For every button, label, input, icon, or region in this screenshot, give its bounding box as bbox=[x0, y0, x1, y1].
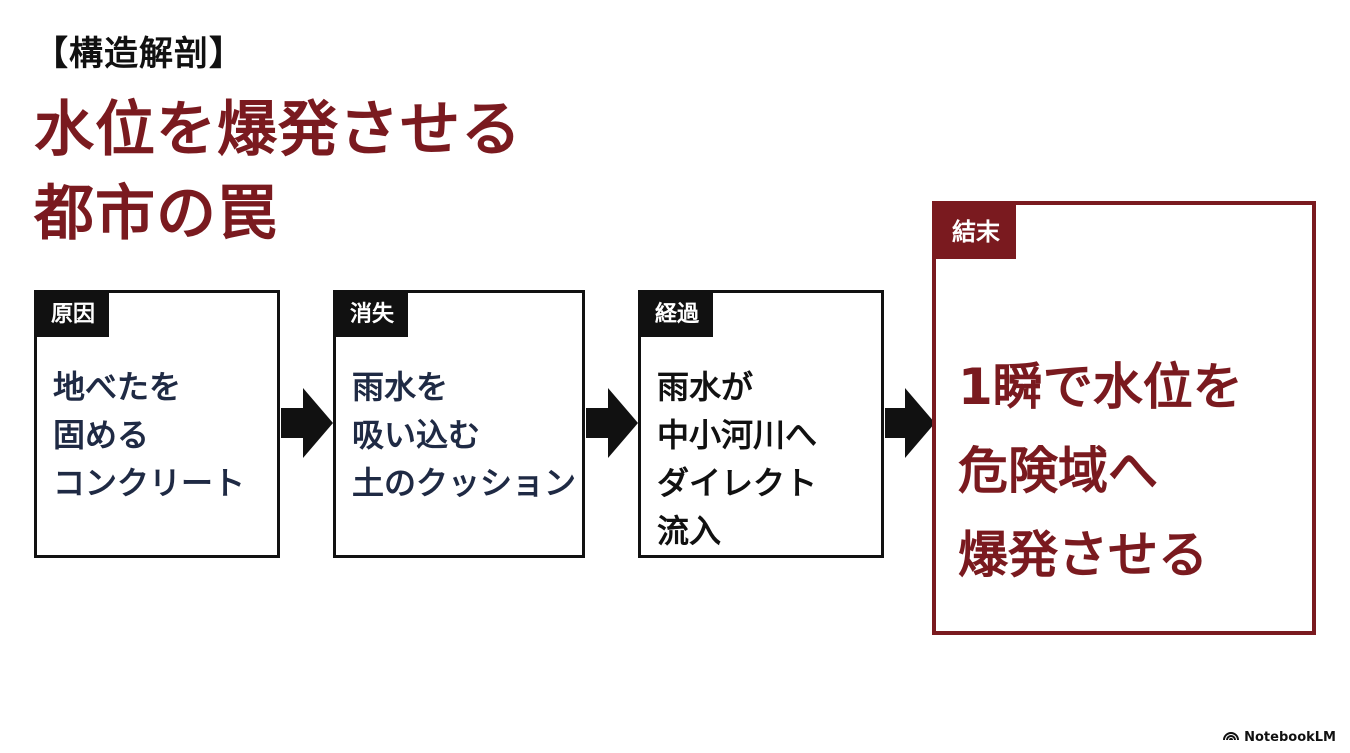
brand-watermark: NotebookLM bbox=[1223, 729, 1336, 745]
notebooklm-logo-icon bbox=[1223, 729, 1240, 745]
flow-box-cause: 原因 地べたを 固める コンクリート bbox=[34, 290, 280, 558]
flow-line: ダイレクト bbox=[657, 464, 818, 502]
page-title: 水位を爆発させる 都市の罠 bbox=[34, 88, 522, 256]
flow-tag-loss: 消失 bbox=[336, 293, 409, 337]
flow-body-course: 雨水が 中小河川へ ダイレクト 流入 bbox=[657, 363, 873, 555]
flow-body-result: 1瞬で水位を 危険域へ 爆発させる bbox=[958, 345, 1304, 597]
flow-body-loss: 雨水を 吸い込む 土のクッション bbox=[352, 363, 577, 507]
flow-line: 1瞬で水位を bbox=[958, 358, 1243, 416]
flow-line: 爆発させる bbox=[958, 526, 1208, 584]
flow-line: 地べたを bbox=[53, 368, 182, 406]
flow-line: 雨水が bbox=[657, 368, 754, 406]
flow-body-cause: 地べたを 固める コンクリート bbox=[53, 363, 269, 507]
flow-line: 危険域へ bbox=[958, 442, 1158, 500]
flow-tag-cause: 原因 bbox=[37, 293, 110, 337]
kicker: 【構造解剖】 bbox=[34, 34, 244, 74]
flow-line: コンクリート bbox=[53, 464, 246, 502]
flow-tag-course: 経過 bbox=[641, 293, 714, 337]
flow-box-loss: 消失 雨水を 吸い込む 土のクッション bbox=[333, 290, 585, 558]
flow-box-result: 結末 1瞬で水位を 危険域へ 爆発させる bbox=[932, 201, 1316, 635]
flow-line: 吸い込む bbox=[352, 416, 481, 454]
flow-line: 固める bbox=[53, 416, 150, 454]
title-line-2: 都市の罠 bbox=[34, 179, 278, 249]
title-line-1: 水位を爆発させる bbox=[34, 95, 522, 165]
flow-box-course: 経過 雨水が 中小河川へ ダイレクト 流入 bbox=[638, 290, 884, 558]
flow-line: 雨水を bbox=[352, 368, 449, 406]
flow-line: 土のクッション bbox=[352, 464, 577, 502]
flow-line: 中小河川へ bbox=[657, 416, 818, 454]
flow-tag-result: 結末 bbox=[936, 205, 1016, 259]
brand-label: NotebookLM bbox=[1244, 729, 1336, 745]
flow-line: 流入 bbox=[657, 512, 722, 550]
